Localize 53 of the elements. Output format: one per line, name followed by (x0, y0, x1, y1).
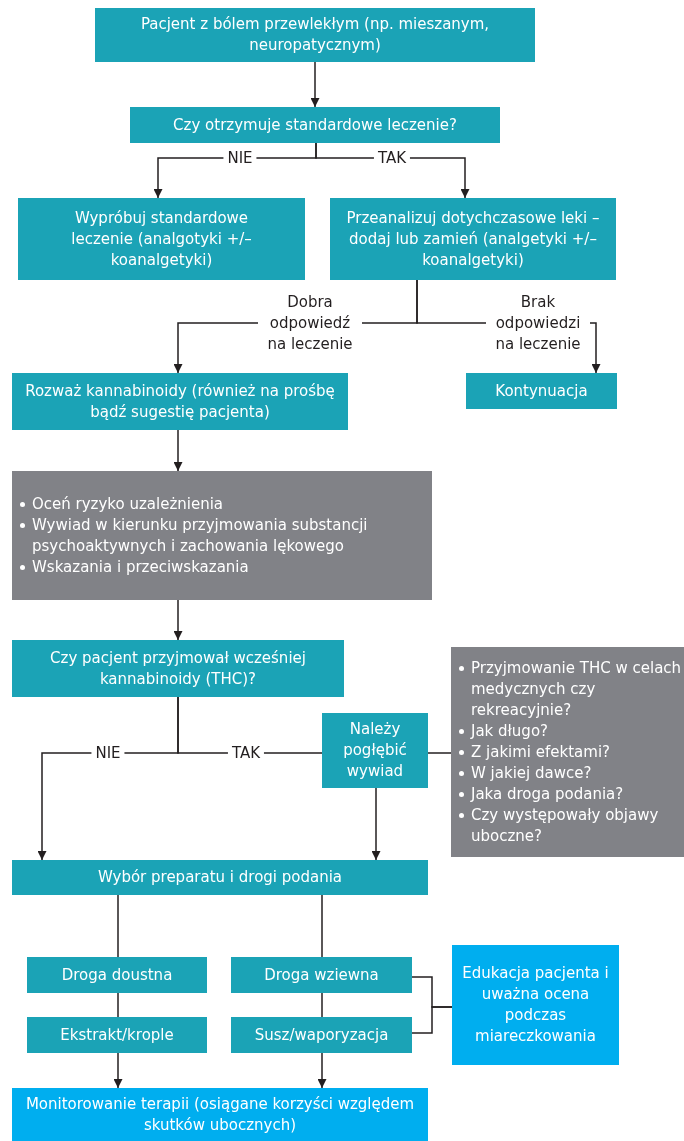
bullet-text: Oceń ryzyko uzależnienia (32, 494, 224, 513)
process-box (231, 957, 412, 993)
node-text: Ekstrakt/krople (60, 1024, 174, 1046)
arrow (173, 599, 183, 641)
connector-line (411, 1006, 453, 1034)
node-text: Edukacja pacjenta i uważna ocena podczas miareczkowania (462, 963, 609, 1047)
process-box (322, 713, 428, 788)
node-text: Susz/waporyzacja (254, 1024, 389, 1046)
process-box (18, 198, 305, 280)
node-text: Pacjent z bólem przewlekłym (np. mieszanym, neuropatycznym) (139, 14, 491, 56)
process-box (231, 1017, 412, 1053)
decision-box (130, 107, 500, 143)
start-box (95, 8, 535, 62)
outcome-box (12, 1088, 428, 1141)
info-box (452, 945, 619, 1065)
node-text: Należy pogłębić wywiad (342, 719, 408, 782)
arrow (173, 429, 183, 472)
node-text: Monitorowanie terapii (osiągane korzyści względem skutków ubocznych) (24, 1093, 416, 1136)
bullet-text: Jak długo? (471, 721, 549, 740)
bullet-text: Wywiad w kierunku przyjmowania substancji psychoaktywnych i zachowania lękowego (32, 515, 368, 555)
process-box (27, 1017, 207, 1053)
bullet-text: Jaka droga podania? (471, 784, 624, 803)
bullet-text: W jakiej dawce? (471, 763, 592, 782)
node-text: Wybór preparatu i drogi podania (97, 867, 343, 888)
connector-line (117, 992, 119, 1018)
node-text: Droga wziewna (264, 964, 379, 986)
connector-line (117, 894, 119, 958)
arrow (113, 1052, 123, 1089)
process-box (330, 198, 616, 280)
process-box (12, 373, 348, 430)
node-text: Wypróbuj standardowe leczenie (analgotyki +/– koanalgetyki) (70, 207, 253, 271)
bullet-text: Wskazania i przeciwskazania (32, 557, 249, 576)
process-box (27, 957, 207, 993)
bullet-text: Przyjmowanie THC w celach medycznych czy rekreacyjnie? (471, 658, 682, 719)
bullet-text: Czy występowały objawy uboczne? (471, 805, 659, 845)
node-text: Czy otrzymuje standardowe leczenie? (173, 114, 457, 136)
connector-line (321, 992, 323, 1018)
node-text: Czy pacjent przyjmował wcześniej kannabinoidy (THC)? (49, 647, 307, 690)
arrow (371, 787, 381, 861)
arrow (317, 1052, 327, 1089)
process-box (466, 373, 617, 409)
connector-line (427, 752, 452, 754)
node-text: Kontynuacja (495, 380, 588, 402)
node-text: Przeanalizuj dotychczasowe leki – dodaj lub zamień (analgetyki +/– koanalgetyki) (345, 207, 601, 271)
process-box (12, 860, 428, 895)
bullet-text: Z jakimi efektami? (471, 742, 611, 761)
note-box (12, 471, 432, 600)
decision-box (12, 640, 344, 697)
node-text: Rozważ kannabinoidy (również na prośbę bądź sugestię pacjenta) (24, 380, 336, 423)
note-box (451, 647, 684, 857)
connector-line (321, 894, 323, 958)
node-text: Droga doustna (61, 964, 173, 986)
arrow (310, 61, 320, 108)
